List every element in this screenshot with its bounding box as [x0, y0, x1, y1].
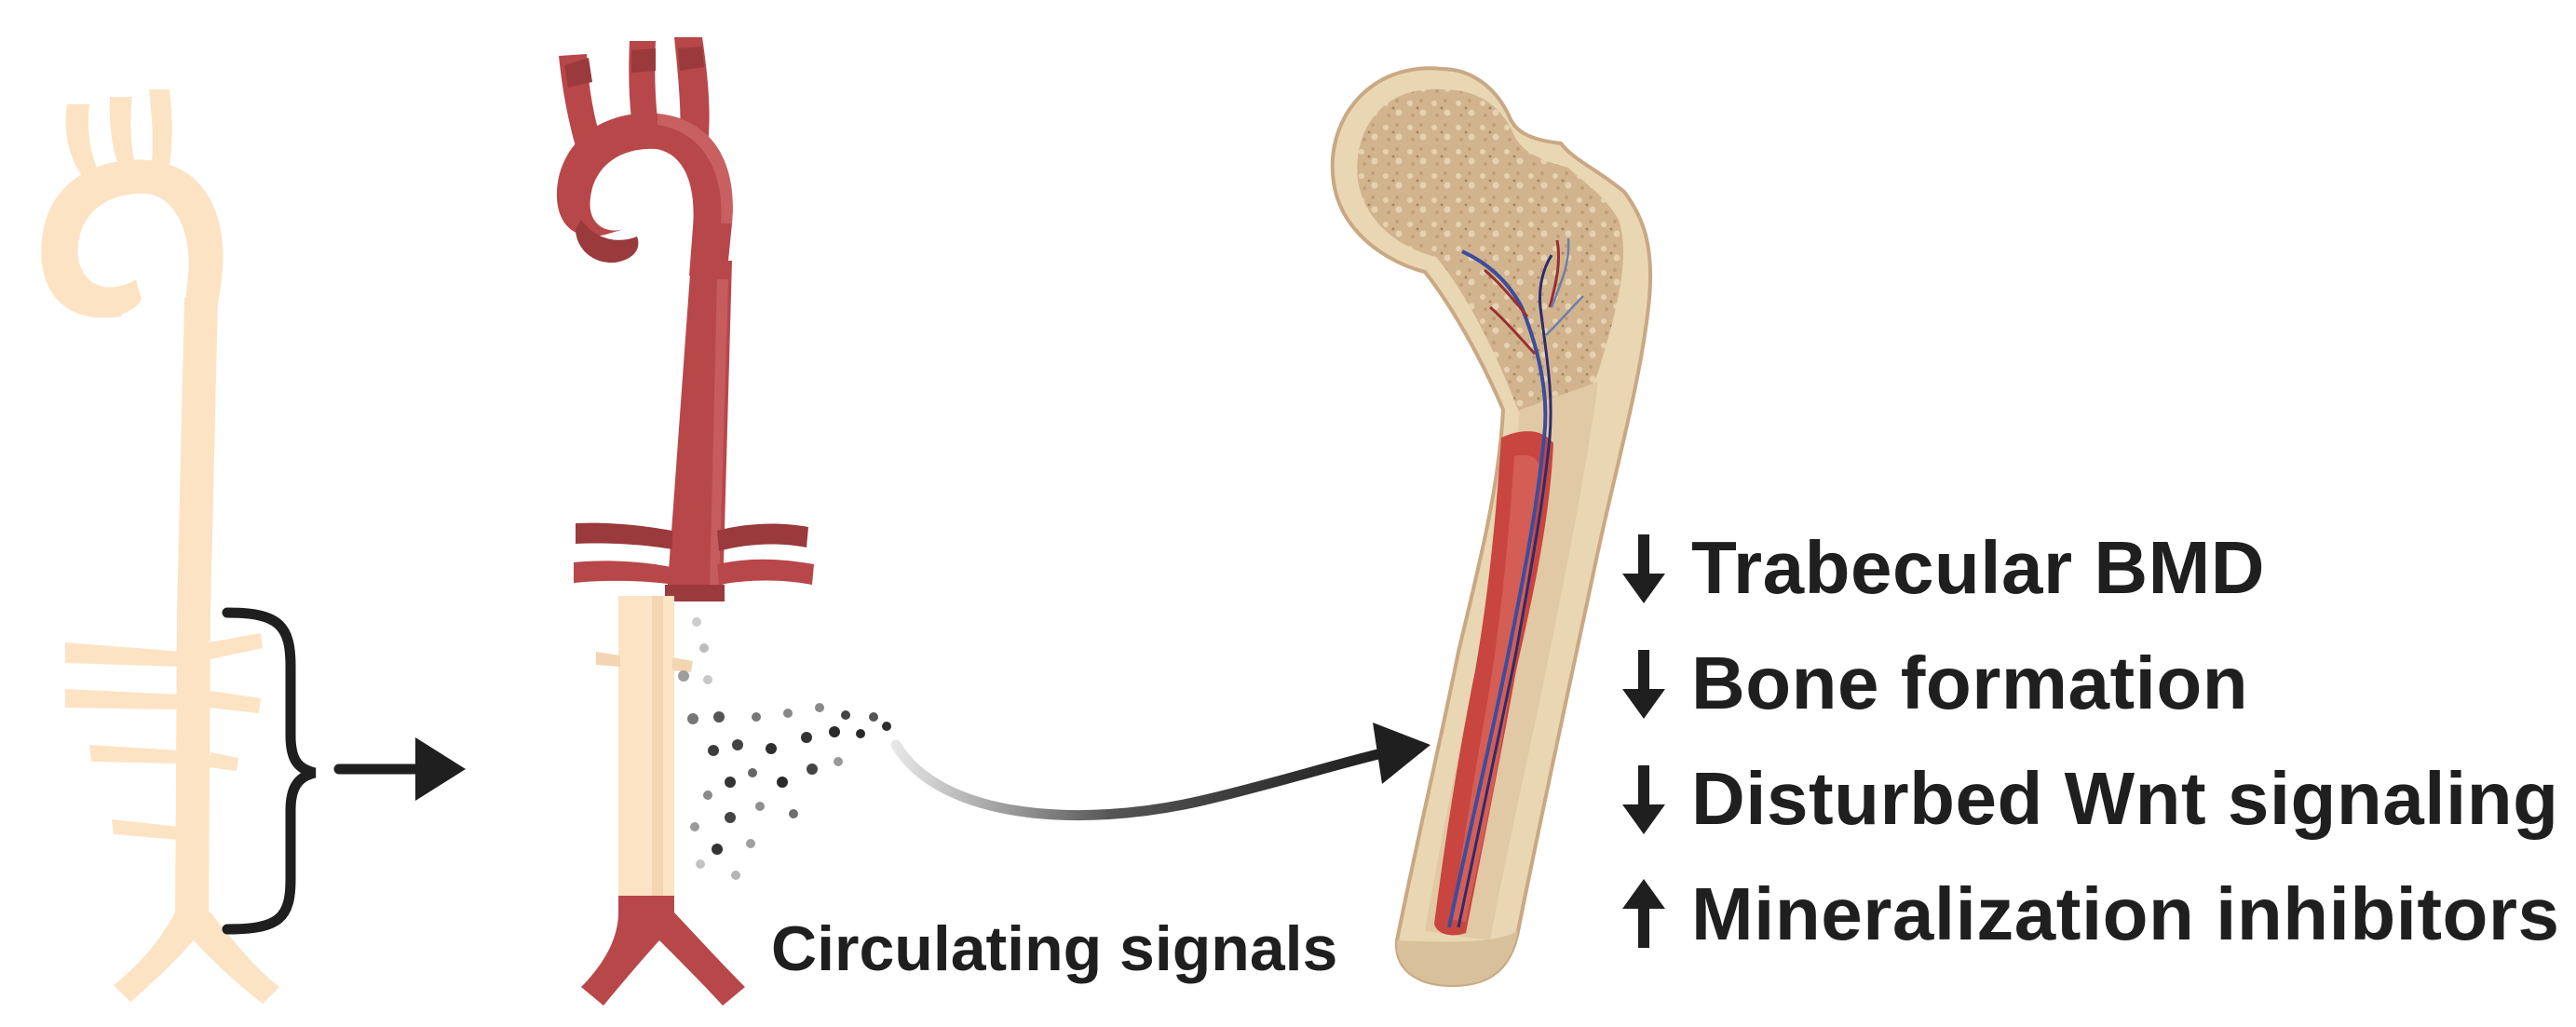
effect-label: Bone formation [1691, 642, 2249, 724]
right-arrow-icon [333, 737, 466, 801]
femur [1330, 66, 1653, 988]
effect-bone-formation: Bone formation [1619, 626, 2559, 741]
effect-disturbed-wnt-signaling: Disturbed Wnt signaling [1619, 741, 2559, 857]
down-arrow-icon [1622, 650, 1665, 719]
up-arrow-icon [1622, 879, 1665, 948]
effect-trabecular-bmd: Trabecular BMD [1619, 510, 2559, 626]
effects-list: Trabecular BMD Bone formation Disturbed … [1619, 510, 2559, 972]
circulating-signals-label: Circulating signals [771, 913, 1338, 984]
signal-particles [678, 617, 891, 880]
effect-label: Disturbed Wnt signaling [1691, 757, 2559, 840]
effect-label: Trabecular BMD [1691, 526, 2266, 609]
signal-arrow-icon [890, 723, 1430, 821]
down-arrow-icon [1622, 765, 1665, 834]
brace [222, 607, 317, 935]
effect-mineralization-inhibitors: Mineralization inhibitors [1619, 857, 2559, 972]
healthy-aorta [41, 89, 279, 1004]
down-arrow-icon [1622, 534, 1665, 603]
diseased-aorta [556, 37, 814, 1006]
effect-label: Mineralization inhibitors [1691, 872, 2560, 955]
